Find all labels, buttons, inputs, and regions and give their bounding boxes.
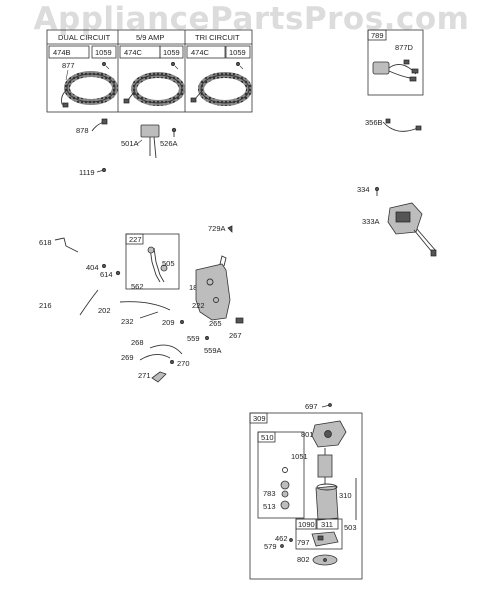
label-1059-a: 1059 <box>95 48 112 57</box>
box-227 <box>125 233 180 290</box>
rectifier-icon <box>140 124 160 159</box>
header-tri-circuit: TRI CIRCUIT <box>195 33 240 42</box>
label-729A: 729A <box>208 224 226 233</box>
lever-icon <box>151 371 167 383</box>
label-333A: 333A <box>362 217 380 226</box>
label-356B: 356B <box>365 118 383 127</box>
label-474C-b: 474C <box>191 48 210 57</box>
harness-box-789: 789 877D <box>367 29 424 96</box>
link-icon <box>149 344 183 355</box>
label-503: 503 <box>344 523 357 532</box>
header-5-9-amp: 5/9 AMP <box>136 33 164 42</box>
label-222: 222 <box>192 301 205 310</box>
label-209: 209 <box>162 318 175 327</box>
spring-icon <box>79 289 99 316</box>
label-1051: 1051 <box>291 452 308 461</box>
label-789: 789 <box>371 31 384 40</box>
throttle-bracket-icon <box>195 255 231 321</box>
label-697: 697 <box>305 402 318 411</box>
label-562: 562 <box>131 282 144 291</box>
screw-icon <box>96 168 106 173</box>
label-801: 801 <box>301 430 314 439</box>
starter-motor-icon <box>311 420 347 521</box>
alternator-group: DUAL CIRCUIT 5/9 AMP TRI CIRCUIT 474B 10… <box>46 29 253 113</box>
control-group: 618 227 505 562 729A 404 614 188 216 <box>39 224 244 383</box>
wire-harness-icon <box>372 59 419 82</box>
label-1059-b: 1059 <box>163 48 180 57</box>
rectifier-group: 878 501A 526A <box>76 118 178 159</box>
screw-icon <box>321 403 332 408</box>
label-309: 309 <box>253 414 266 423</box>
rod-icon <box>139 311 159 319</box>
label-462: 462 <box>275 534 288 543</box>
label-269: 269 <box>121 353 134 362</box>
label-227: 227 <box>129 235 142 244</box>
label-188: 188 <box>189 283 202 292</box>
label-474C-a: 474C <box>124 48 143 57</box>
starter-group: 697 309 510 801 1051 783 310 <box>249 402 363 580</box>
header-dual-circuit: DUAL CIRCUIT <box>58 33 111 42</box>
label-783: 783 <box>263 489 276 498</box>
label-310: 310 <box>339 491 352 500</box>
wire-356B: 356B <box>365 118 422 132</box>
cable-icon <box>139 354 171 361</box>
link-icon <box>119 301 171 311</box>
label-513: 513 <box>263 502 276 511</box>
watermark: AppliancePartsPros.com <box>33 1 470 37</box>
label-614: 614 <box>100 270 113 279</box>
label-268: 268 <box>131 338 144 347</box>
label-526A: 526A <box>160 139 178 148</box>
label-559A: 559A <box>204 346 222 355</box>
label-618: 618 <box>39 238 52 247</box>
solenoid-icon <box>387 202 437 257</box>
box-510 <box>257 431 305 519</box>
clip-icon <box>235 317 244 324</box>
label-877D: 877D <box>395 43 414 52</box>
label-334: 334 <box>357 185 370 194</box>
label-267: 267 <box>229 331 242 340</box>
label-797: 797 <box>297 538 310 547</box>
bracket-icon <box>54 237 79 253</box>
label-501A: 501A <box>121 139 139 148</box>
label-265: 265 <box>209 319 222 328</box>
throttle-lever-icon <box>147 246 168 283</box>
solenoid-group: 334 333A <box>357 185 437 257</box>
label-232: 232 <box>121 317 134 326</box>
label-404: 404 <box>86 263 99 272</box>
screw-icon <box>375 187 379 196</box>
starter-box-309 <box>249 412 363 580</box>
screw-icon <box>102 62 244 70</box>
label-1119: 1119 <box>79 168 95 177</box>
alternator-coil-icon <box>123 72 185 106</box>
label-877: 877 <box>62 61 75 70</box>
label-270: 270 <box>177 359 190 368</box>
label-559: 559 <box>187 334 200 343</box>
alternator-coil-icon <box>190 72 252 106</box>
alternator-group-box <box>46 29 253 113</box>
clip-icon <box>227 225 233 233</box>
label-878: 878 <box>76 126 89 135</box>
label-216: 216 <box>39 301 52 310</box>
alternator-coil-icon <box>61 71 118 108</box>
brush-plate-icon <box>311 531 339 547</box>
label-510: 510 <box>261 433 274 442</box>
label-311: 311 <box>321 520 333 529</box>
label-802: 802 <box>297 555 310 564</box>
label-474B: 474B <box>53 48 71 57</box>
label-1059-c: 1059 <box>229 48 246 57</box>
label-271: 271 <box>138 371 151 380</box>
label-202: 202 <box>98 306 111 315</box>
label-1090: 1090 <box>298 520 315 529</box>
label-505: 505 <box>162 259 175 268</box>
label-579: 579 <box>264 542 277 551</box>
screw-icon <box>171 127 177 137</box>
